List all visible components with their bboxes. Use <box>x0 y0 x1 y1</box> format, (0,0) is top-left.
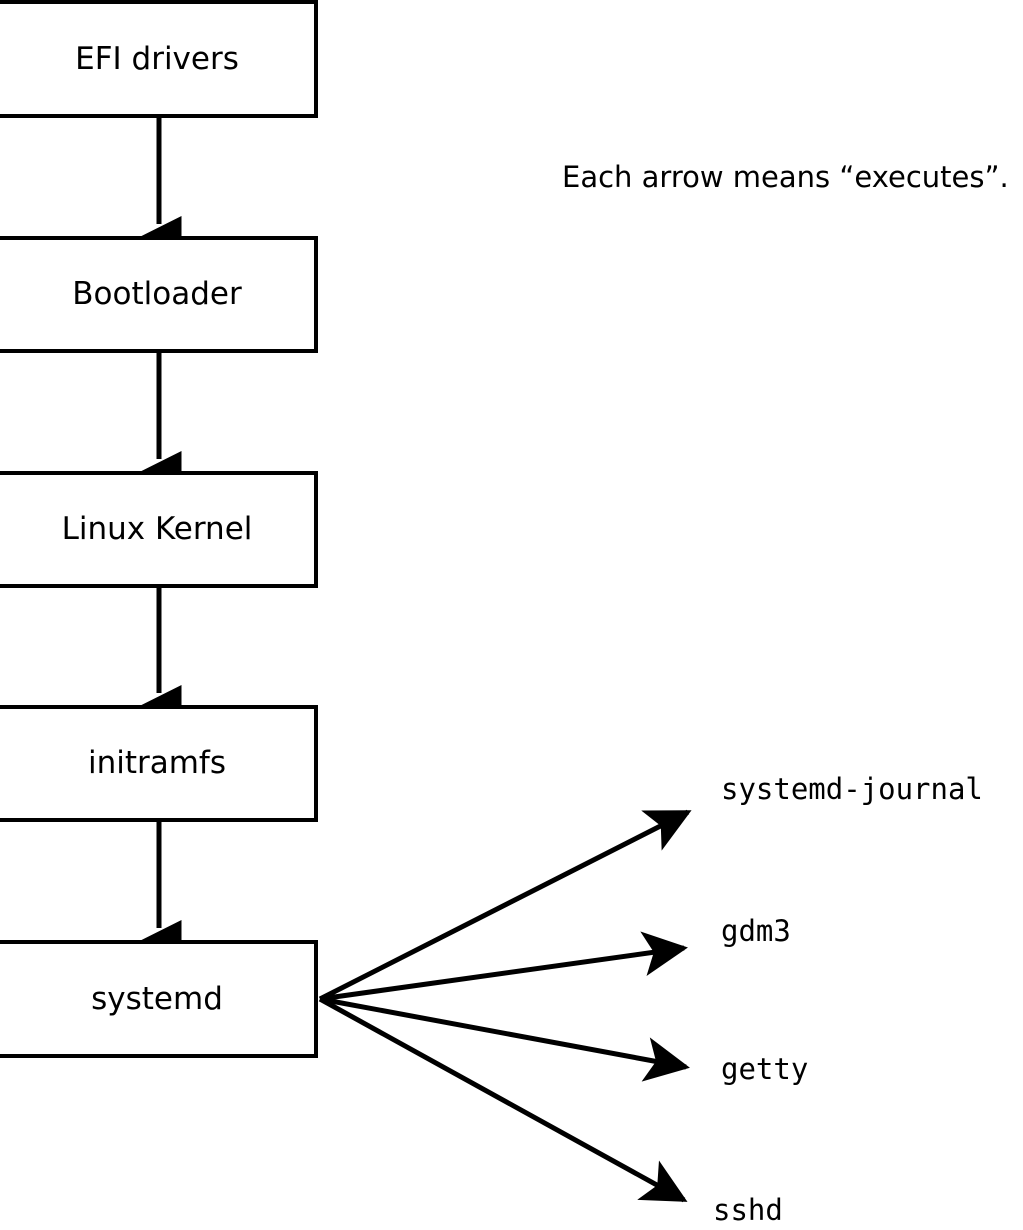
service-label-gdm3: gdm3 <box>721 914 791 948</box>
diagram-caption: Each arrow means “executes”. <box>562 160 1009 194</box>
stage-label-systemd: systemd <box>91 980 223 1017</box>
stage-label-bootloader: Bootloader <box>72 276 242 312</box>
stage-box-initramfs[interactable]: initramfs <box>0 705 318 822</box>
arrow-systemd-to-getty <box>319 996 690 1082</box>
stage-box-efi-drivers[interactable]: EFI drivers <box>0 0 318 118</box>
service-label-sshd: sshd <box>713 1193 783 1227</box>
stage-box-bootloader[interactable]: Bootloader <box>0 236 318 353</box>
arrow-systemd-to-gdm3 <box>319 931 688 1002</box>
stage-label-initramfs: initramfs <box>87 745 227 781</box>
arrow-systemd-to-systemd-journal <box>318 809 692 1002</box>
stage-label-linux-kernel: Linux Kernel <box>61 511 253 547</box>
fan-arrow-group <box>318 809 692 1203</box>
stage-label-efi-drivers: EFI drivers <box>75 40 239 77</box>
arrow-systemd-to-sshd <box>318 996 688 1203</box>
service-label-getty: getty <box>721 1052 809 1086</box>
stage-box-systemd[interactable]: systemd <box>0 940 318 1058</box>
service-label-systemd-journal: systemd-journal <box>721 772 983 806</box>
stage-box-linux-kernel[interactable]: Linux Kernel <box>0 471 318 588</box>
